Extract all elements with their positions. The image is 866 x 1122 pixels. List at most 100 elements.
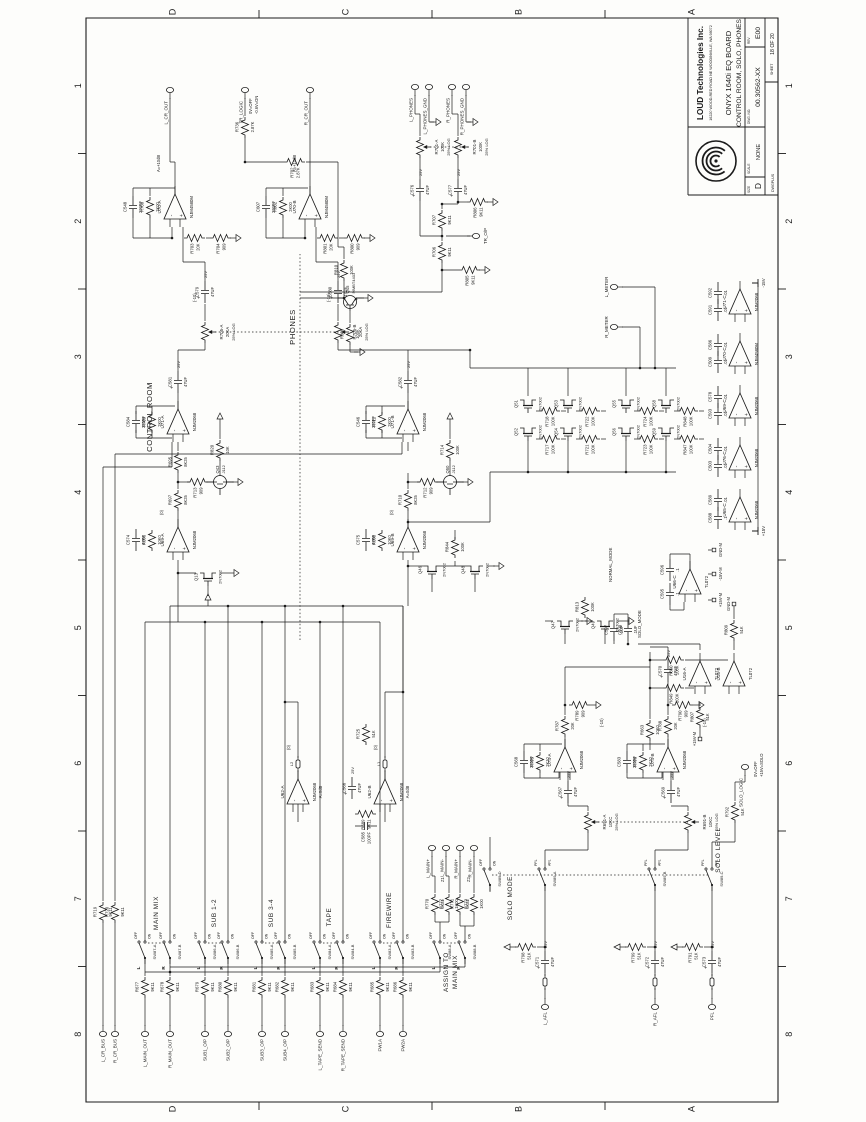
label: + [704, 966, 710, 969]
label: 9K11 [408, 982, 413, 992]
flag-sym [216, 412, 224, 425]
label: + [197, 296, 203, 299]
junction-dot [260, 620, 264, 624]
ref: R810 [334, 264, 339, 275]
section-label-solo-mode: SOLO MODE [507, 876, 514, 920]
ref: R789 [575, 710, 580, 721]
ref: C582 [398, 376, 403, 387]
connector-label: R_CR_BUS [113, 1039, 118, 1063]
ref: SW84-A [327, 944, 332, 959]
ref: R684 [333, 981, 338, 992]
label: + [344, 792, 350, 795]
connector-label: L_AFL [543, 1012, 548, 1026]
bead-L2: L2 [289, 756, 301, 772]
note: 0V=OFF [753, 761, 758, 777]
ref: Q52 [514, 427, 519, 436]
label: PFL [701, 859, 705, 866]
label: 20K [570, 722, 575, 730]
ref: R802 [273, 201, 278, 212]
label: 25% LOG [231, 323, 236, 341]
label: 100K [551, 416, 556, 426]
label: - [169, 214, 175, 216]
label: 909 [429, 487, 434, 495]
ref: R799 [631, 952, 636, 963]
label: 51K [705, 713, 710, 721]
ref: Q47 [551, 620, 556, 629]
junction-dot [440, 202, 444, 206]
connector-label: FW1A [378, 1039, 383, 1052]
zone-row-A: A [687, 9, 697, 15]
note: Z1 [440, 876, 445, 882]
label: OFF [274, 931, 278, 939]
bead-sym [709, 974, 715, 990]
net-label-solo_mode: SOLO_MODE [637, 610, 642, 638]
connector-SUB2_O/P: SUB2_O/P [223, 1025, 232, 1061]
junction-dot [648, 686, 652, 690]
ref: R717 [545, 444, 550, 455]
ref: SW83-A [387, 944, 392, 959]
label: 9K11 [210, 982, 215, 992]
label: +15V=SOLO [759, 754, 764, 777]
label: - [172, 547, 178, 549]
label: 9K11 [267, 982, 272, 992]
label: A=+10dB [292, 155, 297, 172]
ref: R795 [530, 756, 535, 767]
label: 100K [455, 445, 460, 455]
label: 25V [203, 271, 208, 278]
term-+15V-M: +15V-M [708, 592, 723, 607]
ref: C566 [342, 782, 347, 793]
label: ON [288, 933, 292, 939]
label: 2N7002 [538, 424, 543, 439]
label: 47UF [717, 956, 722, 967]
ref: R790 [678, 710, 683, 721]
pwr--15V: -15V [752, 278, 766, 288]
connector-R_CR_BUS: R_CR_BUS [111, 1025, 120, 1063]
label: - [734, 361, 740, 363]
label: NJM2068 [192, 530, 197, 549]
label: Z2 [466, 876, 471, 882]
label: 2K10 [648, 756, 653, 766]
ref: SW87-B [177, 944, 182, 959]
label: - [734, 517, 740, 519]
label: L [196, 966, 201, 969]
label: ON [346, 933, 350, 939]
label: 2.87K [250, 121, 255, 132]
label: 2N7002 [485, 562, 490, 577]
ref: R690 [372, 534, 377, 545]
ref: C572 [645, 956, 650, 967]
label: SOLO MODE [507, 876, 514, 920]
ref: R771 [450, 898, 455, 909]
junction-dot [176, 480, 180, 484]
ref: Q49 [591, 620, 596, 629]
ref: SW86-A [212, 944, 217, 959]
label: + [744, 361, 750, 364]
ref: SW85-A [269, 944, 274, 959]
flag-sym [670, 943, 683, 951]
section-label-sub-3-4: SUB 3-4 [268, 899, 275, 927]
ref: U70-C [722, 347, 727, 361]
connector-label: L_CR_OUT [164, 101, 169, 125]
junction-dot [243, 160, 247, 164]
label: (0) [373, 744, 378, 750]
label: -15V-M [718, 567, 723, 581]
label: SUB 3-4 [268, 899, 275, 927]
